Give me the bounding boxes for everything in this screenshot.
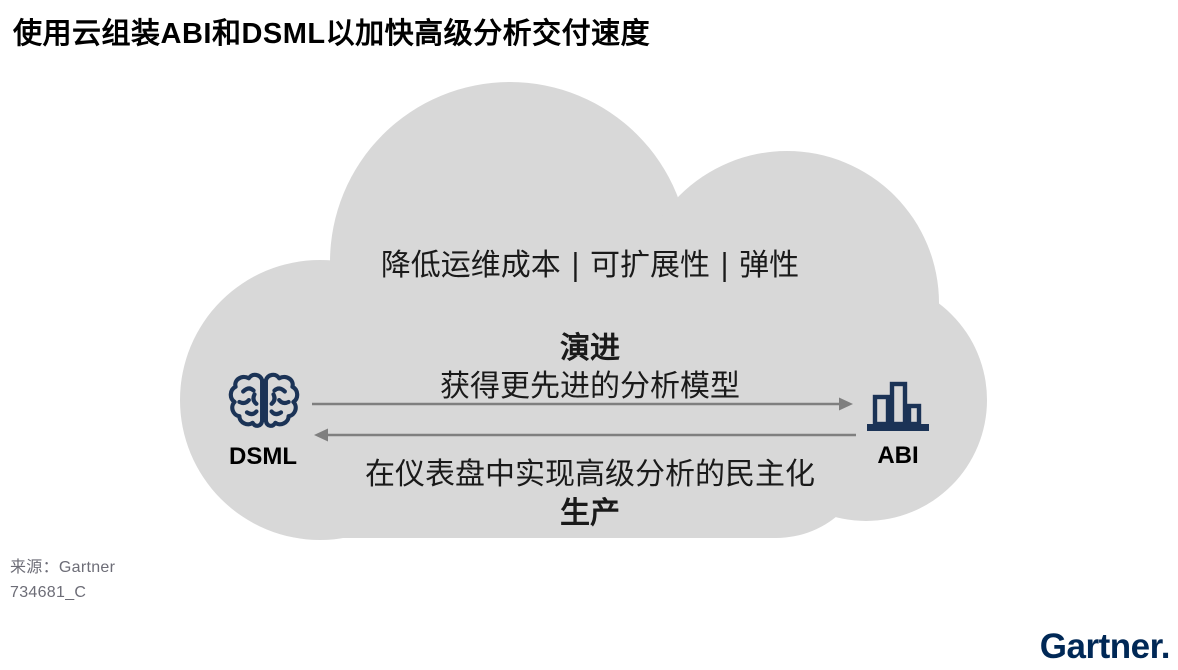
evolve-heading: 演进	[560, 331, 620, 366]
evolve-description: 获得更先进的分析模型	[440, 369, 740, 404]
brain-icon	[228, 372, 300, 428]
produce-description: 在仪表盘中实现高级分析的民主化	[365, 457, 815, 492]
footer-source: 来源：Gartner	[10, 559, 116, 576]
bar-chart-icon	[867, 381, 929, 431]
gartner-logo: Gartner.	[1039, 627, 1171, 666]
dsml-label: DSML	[229, 443, 297, 470]
produce-heading: 生产	[560, 496, 620, 531]
figure-title: 使用云组装ABI和DSML以加快高级分析交付速度	[13, 18, 651, 50]
cloud-benefits-line: 降低运维成本 | 可扩展性 | 弹性	[380, 248, 800, 283]
abi-label: ABI	[877, 442, 919, 469]
footer-document-id: 734681_C	[10, 584, 87, 601]
